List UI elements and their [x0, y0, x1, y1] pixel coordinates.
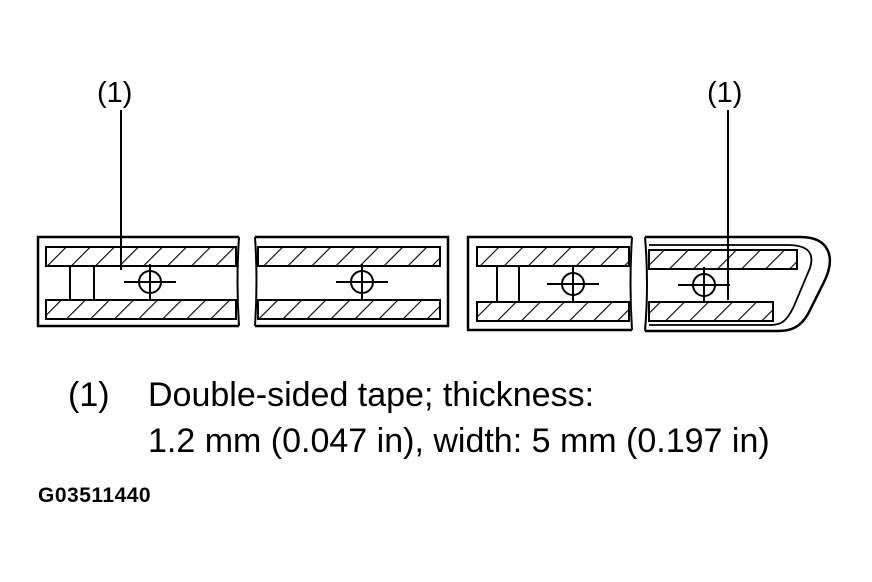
molding-segment-1	[36, 235, 240, 328]
tape-strip-lower	[257, 299, 441, 320]
legend-number-spacer	[68, 418, 148, 464]
tape-strip-upper	[476, 246, 630, 267]
fastener-hole-icon	[677, 266, 731, 304]
molding-segment-2	[254, 235, 450, 328]
molding-segment-3	[466, 235, 633, 332]
fastener-hole-icon	[123, 263, 177, 301]
tape-strip-upper	[257, 246, 441, 267]
tape-strip-lower	[476, 301, 630, 322]
legend-line-1: Double-sided tape; thickness:	[148, 376, 595, 414]
callout-left-label: (1)	[97, 77, 132, 109]
molding-segment-4	[644, 235, 832, 333]
legend-line-2: 1.2 mm (0.047 in), width: 5 mm (0.197 in…	[148, 422, 770, 460]
legend: (1) Double-sided tape; thickness: 1.2 mm…	[68, 372, 770, 464]
tape-strip-lower	[45, 299, 237, 320]
callout-right-label: (1)	[707, 77, 742, 109]
tape-strip-lower	[648, 301, 774, 322]
legend-row: (1) Double-sided tape; thickness:	[68, 372, 770, 418]
legend-number: (1)	[68, 376, 110, 414]
figure-code: G03511440	[38, 484, 152, 507]
tape-strip-upper	[45, 246, 237, 267]
fastener-hole-icon	[335, 263, 389, 301]
tape-strip-upper	[648, 249, 798, 270]
fastener-hole-icon	[546, 265, 600, 303]
legend-row: 1.2 mm (0.047 in), width: 5 mm (0.197 in…	[68, 418, 770, 464]
